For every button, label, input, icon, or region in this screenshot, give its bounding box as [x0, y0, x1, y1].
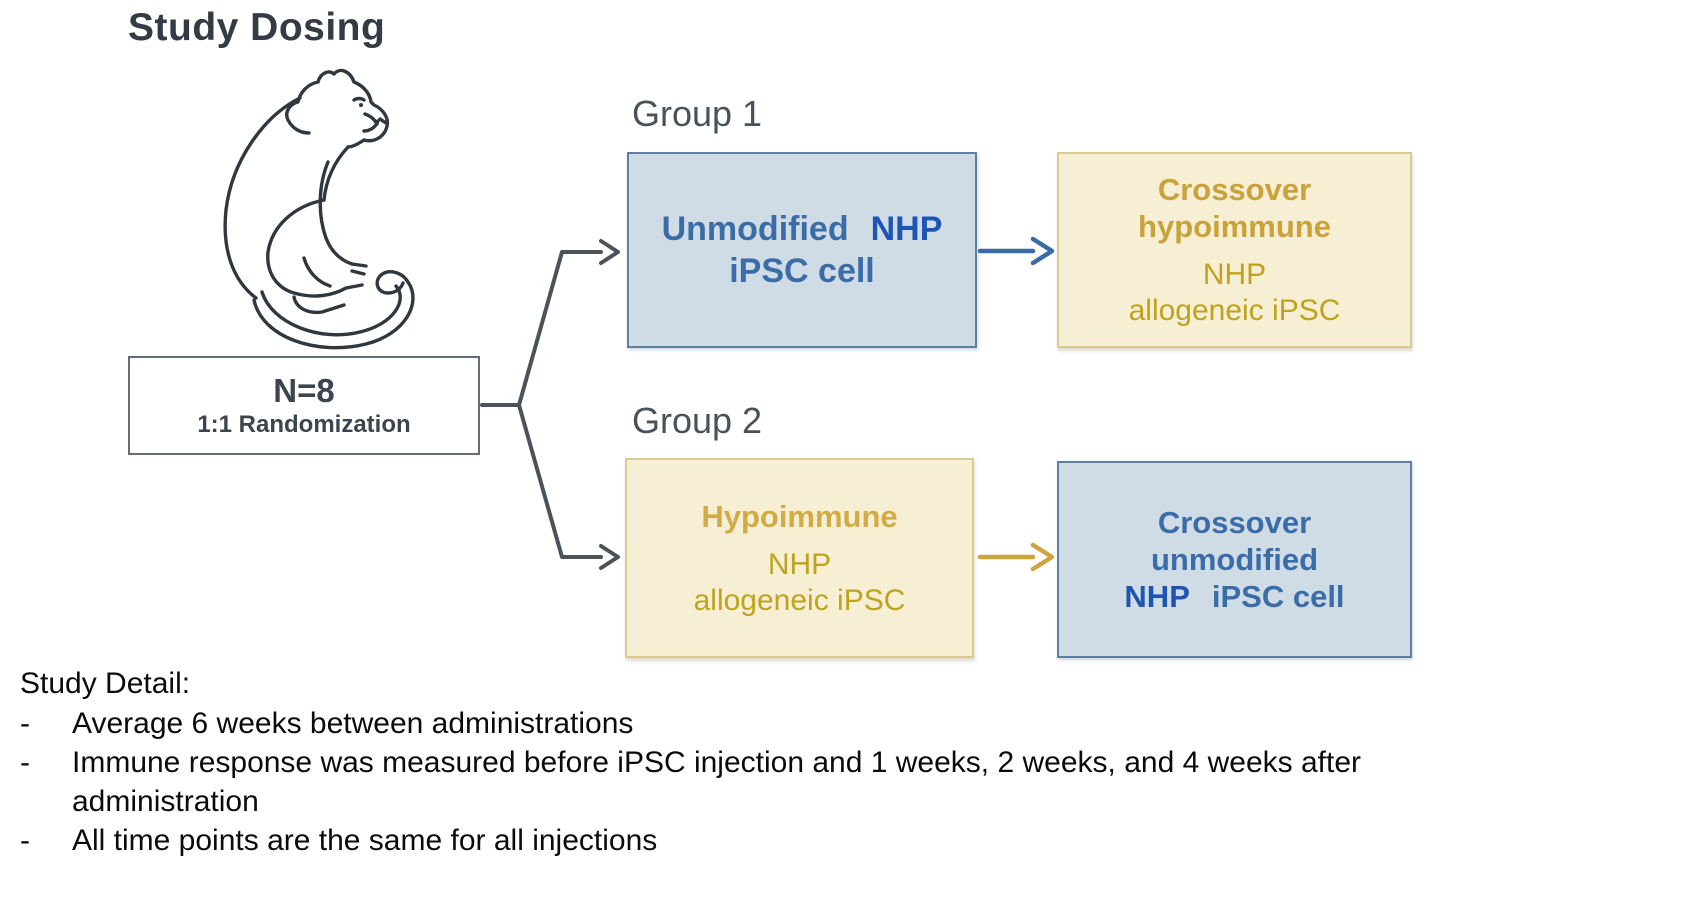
- group1-word-nhp: NHP: [870, 210, 943, 248]
- group1-box: Unmodified NHP iPSC cell: [627, 152, 977, 348]
- crossover2-word-ipsc: iPSC cell: [1211, 579, 1345, 614]
- randomization-box: N=8 1:1 Randomization: [128, 356, 480, 455]
- crossover1-title2: hypoimmune: [1138, 209, 1331, 244]
- study-detail-bullet-3: - All time points are the same for all i…: [20, 821, 1660, 860]
- crossover1-sub1: NHP: [1202, 258, 1267, 291]
- bullet-text: All time points are the same for all inj…: [72, 824, 658, 857]
- crossover2-title1: Crossover: [1157, 505, 1312, 540]
- crossover-hypoimmune-box: Crossover hypoimmune NHP allogeneic iPSC: [1057, 152, 1412, 348]
- crossover-unmodified-box: Crossover unmodified NHP iPSC cell: [1057, 461, 1412, 658]
- group1-box-line1: Unmodified NHP: [662, 208, 943, 250]
- group2-label: Group 2: [632, 400, 763, 441]
- group1-box-line2: iPSC cell: [729, 252, 875, 290]
- blue-arrow: [977, 236, 1055, 266]
- group1-word-unmodified: Unmodified: [661, 210, 849, 248]
- gold-arrow: [977, 542, 1055, 572]
- group2-box: Hypoimmune NHP allogeneic iPSC: [625, 458, 974, 658]
- study-detail-heading: Study Detail:: [20, 667, 191, 700]
- fork-lines: [480, 239, 620, 570]
- bullet-text: Immune response was measured before iPSC…: [72, 746, 1362, 818]
- group2-box-title: Hypoimmune: [701, 498, 898, 534]
- page-title: Study Dosing: [128, 6, 386, 49]
- bullet-dash: -: [20, 746, 30, 779]
- bullet-dash: -: [20, 824, 30, 857]
- crossover1-title1: Crossover: [1157, 172, 1312, 207]
- randomization-n: N=8: [273, 371, 335, 409]
- study-detail-bullet-2: - Immune response was measured before iP…: [20, 743, 1660, 821]
- crossover1-sub2: allogeneic iPSC: [1128, 294, 1341, 327]
- crossover2-line3: NHP iPSC cell: [1124, 578, 1344, 615]
- group2-box-sub1: NHP: [767, 547, 832, 581]
- bullet-text: Average 6 weeks between administrations: [72, 707, 634, 740]
- study-detail-section: Study Detail: - Average 6 weeks between …: [20, 664, 1660, 860]
- group2-box-sub2: allogeneic iPSC: [693, 583, 906, 617]
- study-detail-bullet-1: - Average 6 weeks between administration…: [20, 704, 1660, 743]
- study-detail-list: - Average 6 weeks between administration…: [20, 704, 1660, 860]
- randomization-label: 1:1 Randomization: [197, 410, 411, 438]
- group1-label: Group 1: [632, 93, 763, 134]
- monkey-icon: [223, 68, 415, 350]
- bullet-dash: -: [20, 707, 30, 740]
- crossover2-title2: unmodified: [1150, 542, 1319, 577]
- crossover2-word-nhp: NHP: [1124, 579, 1190, 614]
